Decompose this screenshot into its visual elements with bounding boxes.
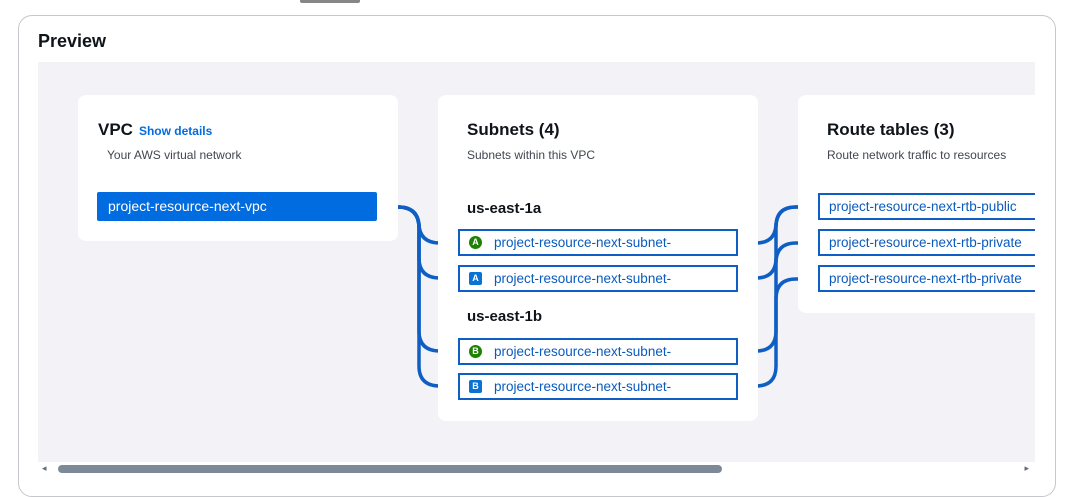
connector-vpc-subnet-4 xyxy=(375,205,460,388)
subnets-card: Subnets (4) Subnets within this VPC xyxy=(438,95,758,421)
public-subnet-badge-icon: B xyxy=(469,345,482,358)
vpc-node[interactable]: project-resource-next-vpc xyxy=(97,192,377,221)
private-subnet-badge-icon: B xyxy=(469,380,482,393)
subnets-title: Subnets (4) xyxy=(467,120,560,139)
route-table-node[interactable]: project-resource-next-rtb-private xyxy=(818,265,1035,292)
subnet-node[interactable]: B project-resource-next-subnet- xyxy=(458,373,738,400)
connector-lines xyxy=(375,205,821,388)
route-table-name: project-resource-next-rtb-private xyxy=(829,271,1022,286)
top-strip xyxy=(0,0,1092,8)
route-tables-subtitle: Route network traffic to resources xyxy=(827,148,1007,162)
vpc-title: VPC xyxy=(98,120,133,139)
cropped-element xyxy=(300,0,360,3)
subnet-node[interactable]: B project-resource-next-subnet- xyxy=(458,338,738,365)
route-table-node[interactable]: project-resource-next-rtb-private xyxy=(818,229,1035,256)
subnet-node[interactable]: A project-resource-next-subnet- xyxy=(458,265,738,292)
show-details-link[interactable]: Show details xyxy=(138,124,213,138)
subnet-node[interactable]: A project-resource-next-subnet- xyxy=(458,229,738,256)
connector-subnet4-rtb3 xyxy=(735,277,821,388)
az-label-us-east-1b: us-east-1b xyxy=(467,308,543,325)
subnet-name: project-resource-next-subnet- xyxy=(494,271,672,286)
connector-subnet3-rtb1 xyxy=(735,205,821,353)
route-table-name: project-resource-next-rtb-public xyxy=(829,199,1017,214)
route-table-name: project-resource-next-rtb-private xyxy=(829,235,1022,250)
public-subnet-badge-icon: A xyxy=(469,236,482,249)
private-subnet-badge-icon: A xyxy=(469,272,482,285)
vpc-title-row: VPC Show details xyxy=(98,120,212,140)
az-label-us-east-1a: us-east-1a xyxy=(467,200,542,217)
scrollbar-thumb[interactable] xyxy=(58,465,722,473)
panel-title: Preview xyxy=(38,31,107,51)
horizontal-scrollbar[interactable]: ◂ ▸ xyxy=(38,462,1035,476)
scroll-left-icon[interactable]: ◂ xyxy=(42,463,47,473)
route-table-node[interactable]: project-resource-next-rtb-public xyxy=(818,193,1035,220)
route-tables-title: Route tables (3) xyxy=(827,120,955,139)
scroll-right-icon[interactable]: ▸ xyxy=(1024,463,1029,473)
subnet-name: project-resource-next-subnet- xyxy=(494,344,672,359)
subnet-name: project-resource-next-subnet- xyxy=(494,235,672,250)
preview-canvas: VPC Show details Your AWS virtual network… xyxy=(38,62,1035,462)
vpc-subtitle: Your AWS virtual network xyxy=(107,148,242,162)
subnets-subtitle: Subnets within this VPC xyxy=(467,148,596,162)
subnet-name: project-resource-next-subnet- xyxy=(494,379,672,394)
